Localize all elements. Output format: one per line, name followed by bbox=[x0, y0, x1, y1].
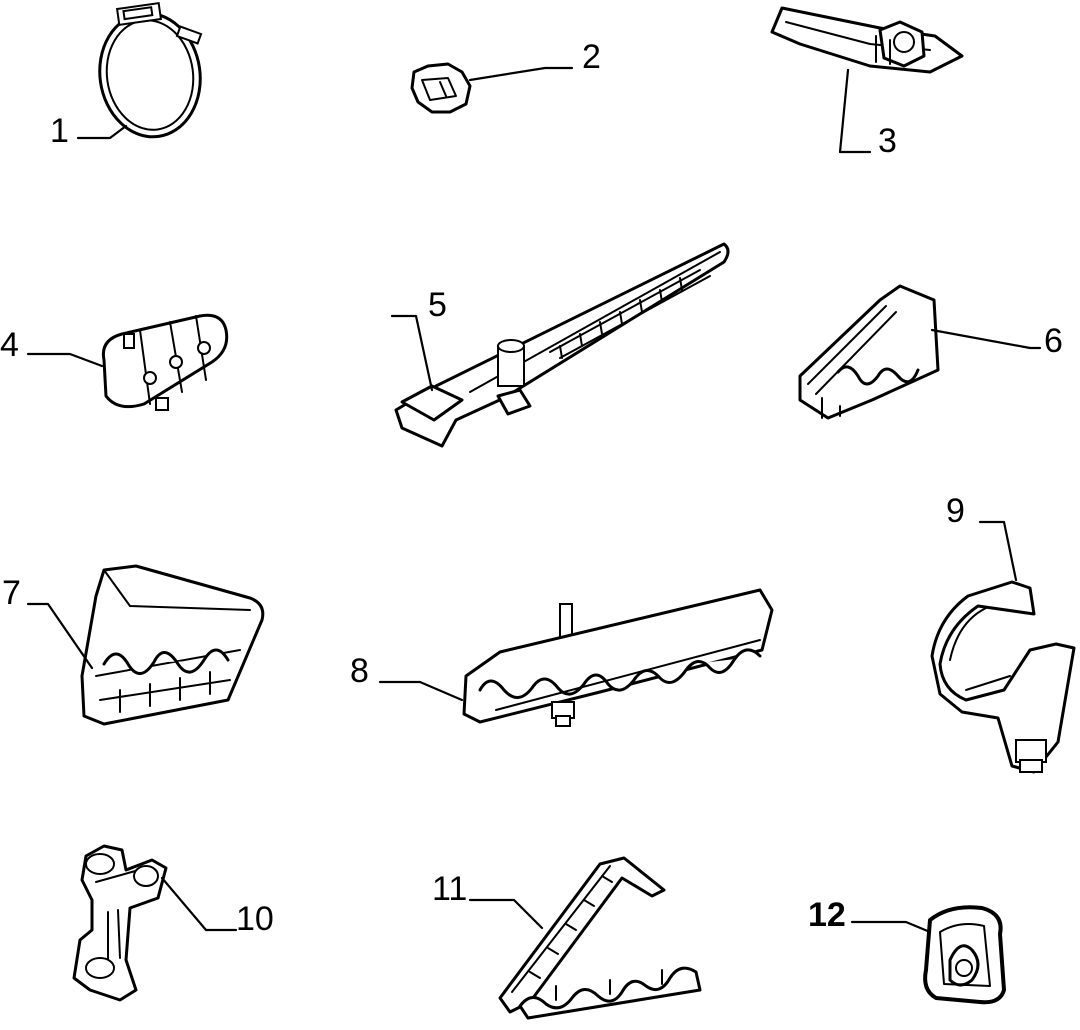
label-12: 12 bbox=[808, 896, 846, 934]
label-9: 9 bbox=[946, 492, 965, 530]
speed-nut-clip-icon bbox=[923, 905, 1006, 1005]
triple-pipe-clip-icon bbox=[101, 313, 229, 411]
cable-tie-with-stud-icon bbox=[394, 242, 730, 448]
label-1: 1 bbox=[50, 112, 69, 150]
edge-clip-bracket-icon bbox=[770, 6, 964, 74]
label-4: 4 bbox=[0, 326, 19, 364]
spring-hose-clip-icon bbox=[930, 580, 1076, 774]
double-pipe-clip-icon bbox=[72, 844, 168, 1002]
label-5: 5 bbox=[428, 286, 447, 324]
multi-pipe-holder-icon bbox=[798, 284, 940, 420]
label-11: 11 bbox=[432, 870, 467, 908]
label-6: 6 bbox=[1044, 322, 1063, 360]
push-rivet-clip-icon bbox=[410, 62, 472, 114]
label-3: 3 bbox=[878, 122, 897, 160]
label-2: 2 bbox=[582, 38, 601, 76]
label-7: 7 bbox=[2, 574, 21, 612]
label-8: 8 bbox=[350, 652, 369, 690]
long-pipe-clip-strip-icon bbox=[462, 588, 774, 727]
hinged-pipe-clip-icon bbox=[80, 564, 265, 726]
label-10: 10 bbox=[236, 900, 274, 938]
hose-clamp-ring-icon bbox=[98, 2, 203, 139]
strap-pipe-clip-icon bbox=[498, 856, 702, 1020]
